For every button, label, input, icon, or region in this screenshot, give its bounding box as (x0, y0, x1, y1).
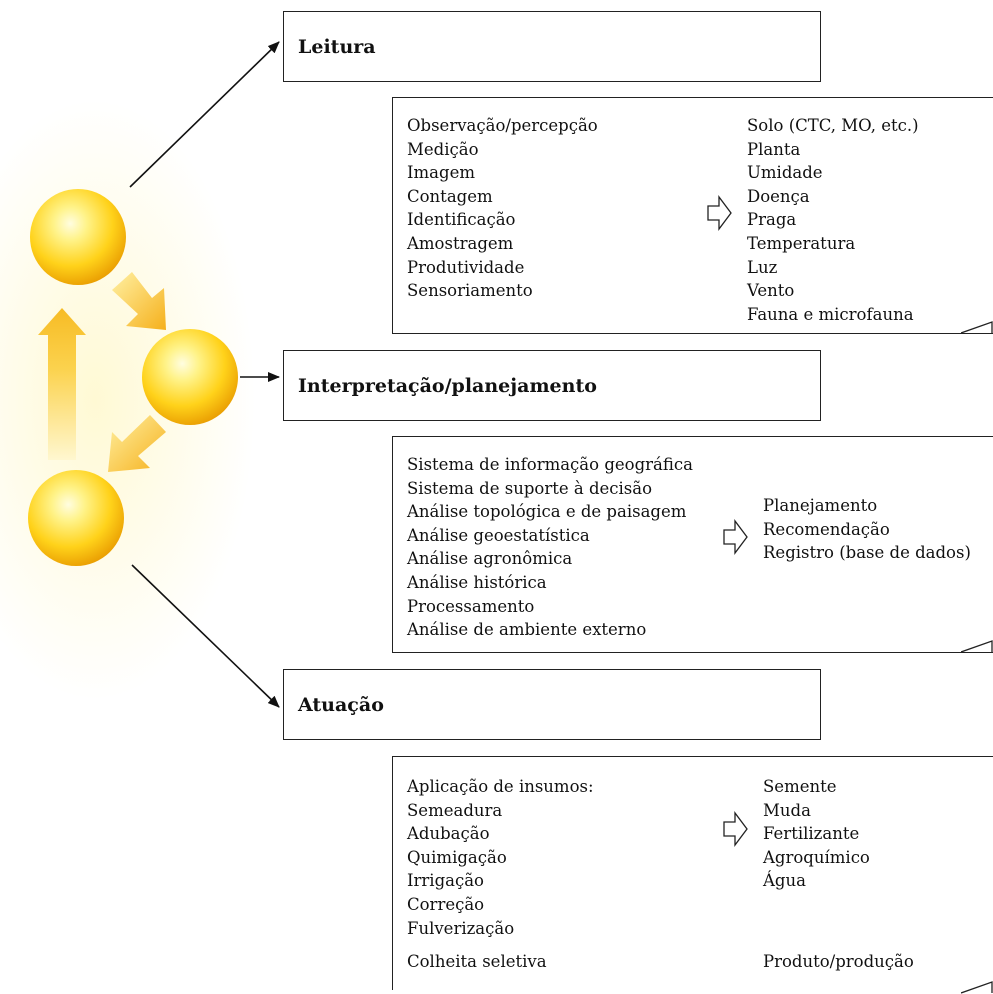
stage-title: Atuação (298, 693, 384, 716)
list-item: Sistema de informação geográfica (407, 455, 693, 474)
stage-leitura-header: Leitura (283, 11, 821, 82)
interpretacao-methods-list: Sistema de informação geográfica Sistema… (407, 453, 693, 642)
list-item: Luz (747, 257, 778, 277)
atuacao-methods-list: Aplicação de insumos: Semeadura Adubação… (407, 775, 594, 974)
list-item: Solo (CTC, MO, etc.) (747, 116, 919, 135)
list-item: Irrigação (407, 871, 484, 891)
list-item: Quimigação (407, 847, 507, 867)
list-item: Processamento (407, 596, 535, 616)
interpretacao-outputs-list: Planejamento Recomendação Registro (base… (763, 494, 971, 565)
arrow-to-atuacao (131, 564, 280, 708)
sphere-interpretacao (142, 329, 238, 425)
list-item: Fauna e microfauna (747, 304, 914, 324)
list-item: Água (763, 871, 806, 891)
leitura-methods-list: Observação/percepção Medição Imagem Cont… (407, 114, 598, 303)
list-item: Análise de ambiente externo (407, 620, 647, 640)
right-arrow-icon (707, 195, 732, 231)
cycle-arrow-down-left (108, 415, 166, 472)
atuacao-inputs-list: Semente Muda Fertilizante Agroquímico Ág… (763, 775, 870, 893)
stage-title: Leitura (298, 35, 376, 58)
arrow-to-leitura (129, 41, 280, 188)
list-item: Análise agronômica (407, 549, 573, 569)
list-item: Praga (747, 210, 797, 230)
stage-title: Interpretação/planejamento (298, 374, 597, 397)
page-fold-icon (961, 640, 993, 653)
stage-leitura-details: Observação/percepção Medição Imagem Cont… (392, 97, 993, 334)
list-item: Análise topológica e de paisagem (407, 502, 687, 522)
list-item: Sistema de suporte à decisão (407, 478, 653, 498)
list-item: Análise geoestatística (407, 525, 590, 545)
list-item: Imagem (407, 163, 475, 183)
stage-atuacao-details: Aplicação de insumos: Semeadura Adubação… (392, 756, 993, 994)
leitura-targets-list: Solo (CTC, MO, etc.) Planta Umidade Doen… (747, 114, 919, 326)
list-item: Semeadura (407, 800, 503, 820)
list-item: Muda (763, 800, 811, 820)
list-item: Registro (base de dados) (763, 543, 971, 563)
list-item: Planta (747, 139, 801, 159)
list-item: Temperatura (747, 233, 856, 253)
list-item: Produtividade (407, 257, 525, 277)
list-item: Contagem (407, 186, 493, 206)
page-fold-icon (961, 981, 993, 994)
sphere-leitura (30, 189, 126, 285)
list-item: Adubação (407, 824, 490, 844)
page-fold-icon (961, 321, 993, 334)
atuacao-output-footer: Produto/produção (763, 950, 914, 974)
right-arrow-icon (723, 811, 748, 847)
list-item: Análise histórica (407, 572, 547, 592)
list-item: Identificação (407, 210, 516, 230)
list-item: Fertilizante (763, 824, 860, 844)
cycle-arrow-up (38, 308, 86, 460)
list-footer: Produto/produção (763, 952, 914, 971)
background-glow (0, 100, 255, 700)
list-footer: Colheita seletiva (407, 952, 547, 972)
list-item: Vento (747, 281, 795, 301)
list-item: Umidade (747, 163, 823, 183)
list-item: Planejamento (763, 496, 878, 515)
list-item: Observação/percepção (407, 116, 598, 135)
list-item: Aplicação de insumos: (407, 777, 594, 796)
right-arrow-icon (723, 519, 748, 555)
stage-interpretacao-header: Interpretação/planejamento (283, 350, 821, 421)
list-item: Doença (747, 186, 810, 206)
list-item: Correção (407, 894, 485, 914)
cycle-arrow-down-right (112, 272, 166, 330)
list-item: Amostragem (407, 233, 514, 253)
list-item: Agroquímico (763, 847, 870, 867)
list-item: Recomendação (763, 519, 890, 539)
stage-atuacao-header: Atuação (283, 669, 821, 740)
list-item: Sensoriamento (407, 281, 533, 301)
list-item: Medição (407, 139, 479, 159)
sphere-atuacao (28, 470, 124, 566)
list-item: Semente (763, 777, 837, 796)
list-item: Fulverização (407, 918, 515, 938)
stage-interpretacao-details: Sistema de informação geográfica Sistema… (392, 436, 993, 653)
